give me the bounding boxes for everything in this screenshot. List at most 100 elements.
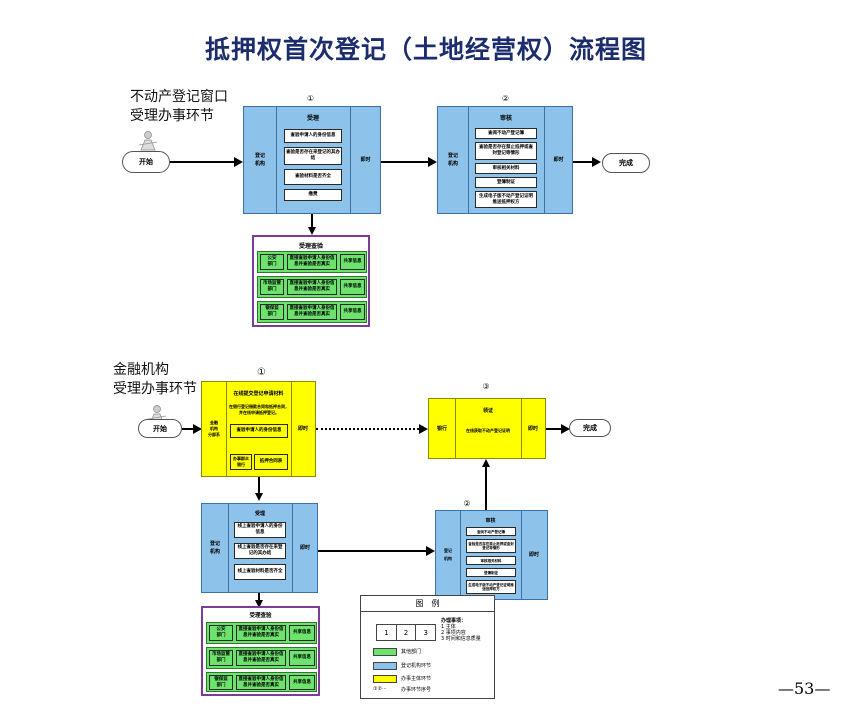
lane2-dotted-connector xyxy=(316,428,419,430)
lane2-step2-side-right: 即时 xyxy=(528,552,539,558)
lane2-receive-box: 登记 机构 即时 受理 线上查验申请人的身份信息 线上查验是否存在来登记的其办结… xyxy=(201,503,318,593)
lane2-step1-bottom-left: 办事群众 银行 xyxy=(230,454,252,470)
query-desc: 直接查验申请人身份信息并查验是否真实 xyxy=(287,254,337,270)
divider xyxy=(350,107,351,213)
legend-seq-label: 办事环节序号 xyxy=(401,687,432,693)
query-dept: 市场监管 部门 xyxy=(260,279,284,295)
legend-swatch-green xyxy=(373,648,397,656)
page-title: 抵押权首次登记（土地经营权）流程图 xyxy=(204,35,647,64)
lane2-query-row: 公安 部门 直接查验申请人身份信息并查验是否真实 共享信息 xyxy=(206,622,317,644)
lane1-query-row: 银保监 部门 直接查验申请人身份信息并查验是否真实 共享信息 xyxy=(257,301,367,323)
lane2-step1-box: 金融 机构 分部系 即时 在线提交登记申请材料 在银行登记借款合同和抵押合同，并… xyxy=(201,381,316,477)
lane1-query-box: 受理查验 公安 部门 直接查验申请人身份信息并查验是否真实 共享信息 市场监管 … xyxy=(252,235,370,327)
lane1-step1-side-left: 登记 机构 xyxy=(254,153,265,167)
legend-cell: 1 xyxy=(377,625,397,640)
lane2-end-node: 完成 xyxy=(569,419,611,437)
lane2-step1-side-right: 即时 xyxy=(297,426,308,432)
query-status: 共享信息 xyxy=(340,304,365,320)
query-status: 共享信息 xyxy=(340,279,365,295)
lane1-query-row: 公安 部门 直接查验申请人身份信息并查验是否真实 共享信息 xyxy=(257,251,367,273)
lane2-step2-item: 审核相关材料 xyxy=(466,556,516,565)
lane1-query-header: 受理查验 xyxy=(298,243,323,250)
query-desc: 直接查验申请人身份信息并查验是否真实 xyxy=(236,625,286,641)
lane2-label-line1: 金融机构 xyxy=(113,362,169,378)
lane2-receive-side-left: 登记 机构 xyxy=(209,541,220,555)
lane2-label-line2: 受理办事环节 xyxy=(113,381,197,397)
lane2-query-header: 受理查验 xyxy=(249,613,272,619)
lane1-step1-item: 查验申请人的身份信息 xyxy=(284,129,342,143)
lane1-step1-box: 登记 机构 即时 受理 查验申请人的身份信息 查验是否存在来登记的其办结 查验材… xyxy=(243,106,381,214)
lane2-step2-box: 登记 机构 即时 审核 查阅不动产登记簿 查验是否存在禁止抵押或查封登记等情形 … xyxy=(435,510,548,600)
legend-cell: 3 xyxy=(423,628,428,637)
lane2-arrow-down2-head xyxy=(255,600,263,608)
query-status: 共享信息 xyxy=(289,625,315,641)
lane2-receive-item: 线上查验是否存在来登记的其办结 xyxy=(234,543,286,559)
lane2-receive-side-right: 即时 xyxy=(299,545,310,551)
query-dept: 银保监 部门 xyxy=(260,304,284,320)
divider xyxy=(468,107,469,213)
lane1-step1-header: 受理 xyxy=(306,115,319,122)
query-status: 共享信息 xyxy=(289,675,315,690)
lane1-end-node: 完成 xyxy=(602,153,650,173)
person-icon xyxy=(138,131,158,151)
lane2-step2-item: 生成电子版不动产登记证明推送抵押权方 xyxy=(466,580,516,594)
query-dept: 银保监 部门 xyxy=(209,675,233,690)
lane2-label: 金融机构 受理办事环节 xyxy=(113,361,197,399)
query-dept: 市场监管 部门 xyxy=(209,650,233,666)
lane2-step3-header: 领证 xyxy=(482,408,493,414)
lane2-query-row: 市场监管 部门 直接查验申请人身份信息并查验是否真实 共享信息 xyxy=(206,647,317,669)
lane1-step2-box: 登记 机构 即时 审核 查阅不动产登记簿 查验是否存在禁止抵押或查封登记等情形 … xyxy=(437,106,573,214)
query-dept: 公安 部门 xyxy=(260,254,284,270)
lane1-step2-header: 审核 xyxy=(499,115,512,122)
legend-seq-symbol: ①②··· xyxy=(373,686,387,692)
divider xyxy=(228,504,229,592)
lane1-query-row: 市场监管 部门 直接查验申请人身份信息并查验是否真实 共享信息 xyxy=(257,276,367,298)
lane1-start-node: 开始 xyxy=(122,151,170,173)
lane2-arrow-down2 xyxy=(258,593,260,602)
query-desc: 直接查验申请人身份信息并查验是否真实 xyxy=(287,279,337,295)
lane1-arrow-end-head xyxy=(592,157,601,167)
lane1-step2-item: 生成电子版不动产登记证明推送抵押权方 xyxy=(475,191,537,208)
lane1-step1-side-right: 即时 xyxy=(360,157,371,163)
lane2-step3-center: 在线获取不动产登记证明 xyxy=(466,428,510,433)
lane2-arrow-up-head xyxy=(482,459,490,467)
lane2-receive-item: 线上查验申请人的身份信息 xyxy=(234,522,286,538)
divider xyxy=(292,504,293,592)
lane2-step3-side-right: 即时 xyxy=(527,425,538,432)
lane1-step2-item: 查阅不动产登记簿 xyxy=(475,128,537,139)
divider xyxy=(521,399,522,458)
legend-cells: 1 2 3 xyxy=(376,624,436,641)
lane2-arrow-mid xyxy=(318,550,427,552)
lane2-dotted-connector-head xyxy=(419,424,428,434)
lane2-step3-side-left: 银行 xyxy=(436,425,447,432)
lane2-query-box: 受理查验 公安 部门 直接查验申请人身份信息并查验是否真实 共享信息 市场监管 … xyxy=(201,606,320,696)
lane1-step1-item: 查验材料是否齐全 xyxy=(284,169,342,185)
lane2-query-row: 银保监 部门 直接查验申请人身份信息并查验是否真实 共享信息 xyxy=(206,672,317,692)
query-desc: 直接查验申请人身份信息并查验是否真实 xyxy=(236,650,286,666)
lane2-receive-header: 受理 xyxy=(254,511,265,517)
lane2-step1-item: 查验申请人的身份信息 xyxy=(230,424,288,438)
lane1-label-line2: 受理办事环节 xyxy=(130,108,214,124)
legend-title: 图 例 xyxy=(361,596,494,612)
lane2-arrow-mid-head xyxy=(426,546,435,556)
query-dept: 公安 部门 xyxy=(209,625,233,641)
lane1-step2-side-right: 即时 xyxy=(553,157,564,163)
lane1-step2-item: 审核相关材料 xyxy=(475,163,537,174)
query-status: 共享信息 xyxy=(289,650,315,666)
legend-swatch-blue xyxy=(373,662,397,670)
page-number: —53— xyxy=(778,679,831,698)
legend: 图 例 1 2 3 办理事项： 1 主体 2 事项内容 3 时间和信息质量 其他… xyxy=(360,595,495,699)
lane2-step2-number: ② xyxy=(463,499,471,508)
query-desc: 直接查验申请人身份信息并查验是否真实 xyxy=(236,675,286,690)
lane2-receive-item: 线上查验材料是否齐全 xyxy=(234,564,286,580)
divider xyxy=(460,511,461,599)
legend-note: 3 时间和信息质量 xyxy=(441,636,481,642)
lane1-arrow-mid xyxy=(381,161,429,163)
lane2-arrow-down1 xyxy=(258,477,260,494)
lane2-arrow-start-head xyxy=(193,424,202,434)
legend-label: 办事主体环节 xyxy=(401,676,432,682)
lane2-step2-side-left: 登记 机构 xyxy=(444,548,452,561)
lane2-arrow-end xyxy=(546,428,562,430)
lane2-arrow-start xyxy=(182,428,194,430)
lane2-start-node: 开始 xyxy=(138,419,182,438)
